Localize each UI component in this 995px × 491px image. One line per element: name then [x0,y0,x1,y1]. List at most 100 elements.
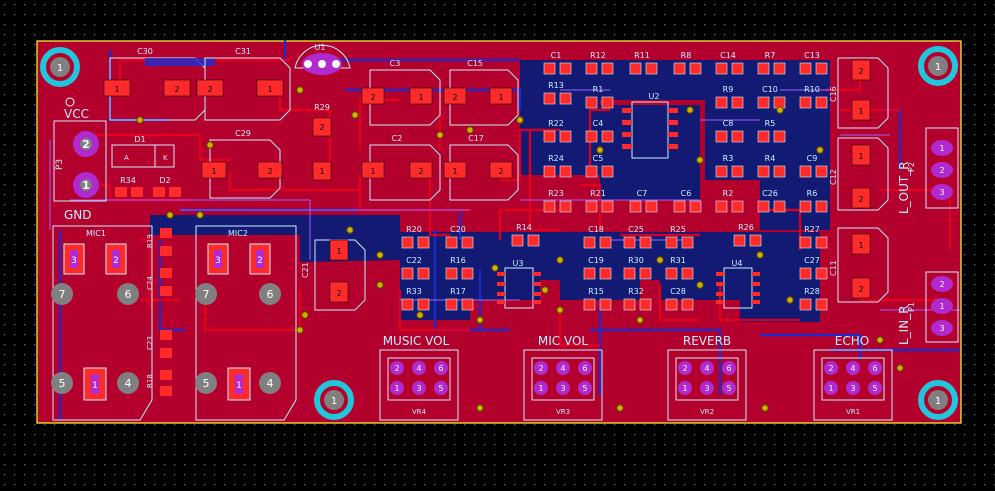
smd-pad [673,200,686,213]
resistor-r29[interactable]: R29 2 [312,103,332,137]
resistor-r16[interactable]: R16 [445,256,474,280]
resistor-r26[interactable]: R26 [733,223,762,247]
resistor-r25[interactable]: R25 [665,225,694,249]
capacitor-c29[interactable]: 1 2 C29 [201,129,283,199]
capacitor-c11[interactable]: 1 2 C11 [829,227,889,303]
resistor-r9[interactable]: R9 [715,85,744,109]
resistor-r20[interactable]: R20 [401,225,430,249]
capacitor-c31[interactable]: 2 1 C31 [196,47,291,121]
led-d2[interactable]: D2 [153,176,181,197]
resistor-r4[interactable]: R4 [757,154,786,178]
designator-label: C20 [450,225,466,234]
resistor-r24[interactable]: R24 [543,154,572,178]
resistor-r14[interactable]: R14 [511,223,540,247]
smd-pad [585,165,598,178]
capacitor-c26[interactable]: C26 [757,189,786,213]
resistor-r1[interactable]: R1 [585,85,614,109]
capacitor-c27[interactable]: C27 [799,256,828,280]
capacitor-c2[interactable]: 1 2 C2 [361,134,441,201]
ic-u2[interactable]: U2 [622,92,678,159]
smd-pad [511,234,524,247]
designator-label: R3 [723,154,734,163]
resistor-r8[interactable]: R8 [673,51,702,75]
capacitor-c17[interactable]: 1 2 C17 [443,134,519,201]
capacitor-c4[interactable]: C4 [585,119,614,143]
capacitor-c9[interactable]: C9 [799,154,828,178]
resistor-r3[interactable]: R3 [715,154,744,178]
resistor-r10[interactable]: R10 [799,85,828,109]
capacitor-c3[interactable]: 2 1 C3 [361,59,441,126]
resistor-r18[interactable]: R18 [146,370,172,396]
resistor-r31[interactable]: R31 [665,256,694,280]
capacitor-c13[interactable]: C13 [799,51,828,75]
resistor-r5[interactable]: R5 [757,119,786,143]
resistor-r21[interactable]: R21 [585,189,614,213]
svg-text:5: 5 [726,384,731,393]
resistor-r15[interactable]: R15 [583,287,612,311]
resistor-r2[interactable]: R2 [715,189,744,213]
resistor-r23[interactable]: R23 [543,189,572,213]
svg-text:1: 1 [57,63,63,74]
pad-u1-out[interactable]: 1 [312,161,332,181]
jack-mic1[interactable]: MIC1 3 2 7 6 5 4 1 [51,225,153,421]
resistor-r34[interactable]: R34 [115,176,143,197]
capacitor-c20[interactable]: C20 [445,225,474,249]
resistor-r27[interactable]: R27 [799,225,828,249]
capacitor-c22[interactable]: C22 [401,256,430,280]
resistor-r33[interactable]: R33 [401,287,430,311]
capacitor-c16[interactable]: 2 1 C16 [829,57,889,129]
capacitor-c23[interactable]: C23 [146,330,172,358]
resistor-r32[interactable]: R32 [623,287,652,311]
jack-mic2[interactable]: MIC2 3 2 7 6 5 4 1 [195,225,297,421]
svg-text:1: 1 [211,167,216,176]
pot-vr3-mic-vol[interactable]: MIC VOL 2 4 6 1 3 5 VR3 [523,334,603,421]
resistor-r6[interactable]: R6 [799,189,828,213]
capacitor-c7[interactable]: C7 [629,189,658,213]
connector-p1[interactable]: 2 1 3 P1 [907,271,959,343]
capacitor-c5[interactable]: C5 [585,154,614,178]
capacitor-c25[interactable]: C25 [623,225,652,249]
smd-pad [681,298,694,311]
pot-vr2-reverb[interactable]: REVERB 2 4 6 1 3 5 VR2 [667,334,747,421]
capacitor-c14[interactable]: C14 [715,51,744,75]
ic-u4[interactable]: U4 [716,259,760,309]
resistor-r19[interactable]: R19 [146,228,172,256]
capacitor-c21[interactable]: 1 2 C21 [301,239,366,311]
resistor-r17[interactable]: R17 [445,287,474,311]
resistor-r12[interactable]: R12 [585,51,614,75]
capacitor-c18[interactable]: C18 [583,225,612,249]
resistor-r13[interactable]: R13 [543,81,572,105]
capacitor-c19[interactable]: C19 [583,256,612,280]
diode-d1[interactable]: D1 A K [111,135,175,168]
capacitor-c24[interactable]: C24 [146,268,172,296]
capacitor-c28[interactable]: C28 [665,287,694,311]
pot-vr4-music-vol[interactable]: MUSIC VOL 2 4 6 1 3 5 VR4 [379,334,459,421]
connector-p3[interactable]: 2 1 P3 [53,120,107,202]
svg-text:A: A [124,154,129,162]
capacitor-c12[interactable]: 1 2 C12 [829,137,889,211]
ic-u3[interactable]: U3 [497,259,541,309]
capacitor-c6[interactable]: C6 [673,189,702,213]
svg-text:4: 4 [416,364,421,373]
resistor-r28[interactable]: R28 [799,287,828,311]
svg-text:C23: C23 [146,336,154,350]
svg-text:3: 3 [939,324,944,333]
designator-label: R15 [588,287,604,296]
pot-vr1-echo[interactable]: ECHO 2 4 6 1 3 5 VR1 [813,334,893,421]
regulator-u1[interactable]: U1 [294,43,351,75]
capacitor-c1[interactable]: C1 [543,51,572,75]
resistor-r11[interactable]: R11 [629,51,658,75]
capacitor-c30[interactable]: 1 2 C30 [103,47,215,121]
capacitor-c15[interactable]: 2 1 C15 [443,59,519,126]
designator-label: C18 [588,225,604,234]
resistor-r30[interactable]: R30 [623,256,652,280]
svg-text:7: 7 [59,288,66,301]
connector-p2[interactable]: 1 2 3 P2 [907,127,959,209]
smd-pad [559,200,572,213]
svg-text:5: 5 [438,384,443,393]
capacitor-c8[interactable]: C8 [715,119,744,143]
resistor-r22[interactable]: R22 [543,119,572,143]
smd-pad [585,62,598,75]
resistor-r7[interactable]: R7 [757,51,786,75]
